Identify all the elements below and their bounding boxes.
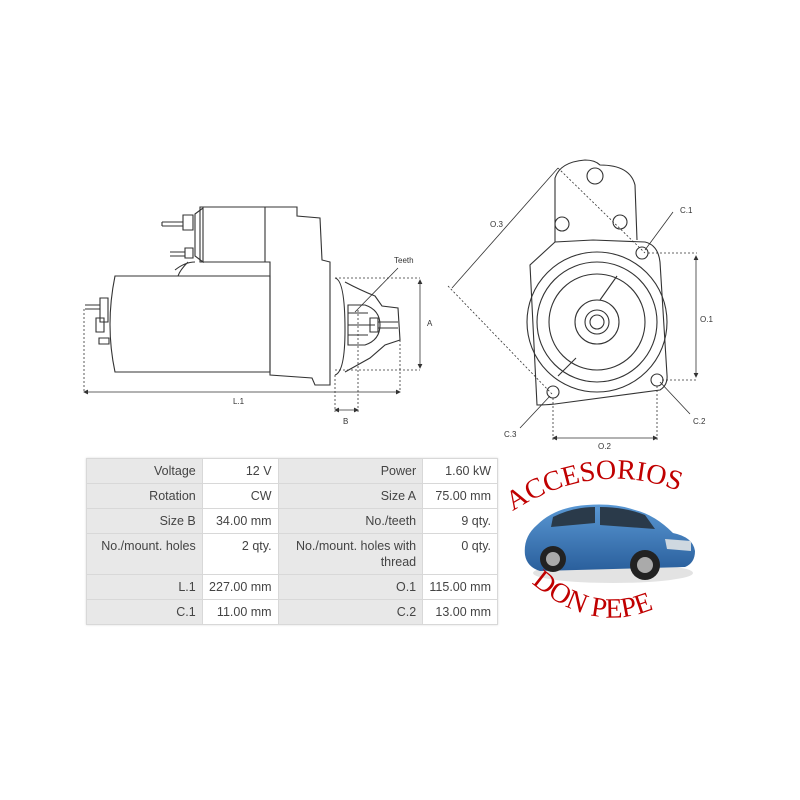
spec-value: 2 qty. xyxy=(201,533,279,575)
store-logo: ACCESORIOS DON PEPE xyxy=(495,455,725,655)
side-dimensions xyxy=(83,277,420,412)
spec-value: 11.00 mm xyxy=(201,599,279,625)
spec-label: Rotation xyxy=(86,483,203,509)
spec-label: No./mount. holes with thread xyxy=(277,533,424,575)
spec-label: O.1 xyxy=(277,574,424,600)
size-a-label: A xyxy=(427,319,433,328)
table-row: No./mount. holes 2 qty. No./mount. holes… xyxy=(86,533,498,575)
spec-value: 13.00 mm xyxy=(422,599,498,625)
spec-value: 9 qty. xyxy=(422,508,498,534)
spec-label: No./teeth xyxy=(277,508,424,534)
o2-label: O.2 xyxy=(598,442,611,450)
dimension-arrows xyxy=(83,267,423,413)
size-b-label: B xyxy=(343,417,348,426)
table-row: Size B 34.00 mm No./teeth 9 qty. xyxy=(86,508,498,534)
spec-value: 34.00 mm xyxy=(201,508,279,534)
starter-motor-diagram: Teeth A B L.1 O.3 C.1 O.1 C.2 C.3 O.2 xyxy=(83,159,713,450)
spec-label: C.1 xyxy=(86,599,203,625)
spec-value: 0 qty. xyxy=(422,533,498,575)
length-label: L.1 xyxy=(233,397,245,406)
logo-graphic: ACCESORIOS DON PEPE xyxy=(500,455,695,625)
o1-label: O.1 xyxy=(700,315,713,324)
spec-value: CW xyxy=(201,483,279,509)
car-icon xyxy=(524,504,695,583)
table-row: C.1 11.00 mm C.2 13.00 mm xyxy=(86,599,498,625)
spec-table: Voltage 12 V Power 1.60 kW Rotation CW S… xyxy=(86,458,498,625)
table-row: Voltage 12 V Power 1.60 kW xyxy=(86,458,498,484)
table-row: L.1 227.00 mm O.1 115.00 mm xyxy=(86,574,498,600)
front-view xyxy=(526,159,668,406)
c2-label: C.2 xyxy=(693,417,706,426)
spec-label: Power xyxy=(277,458,424,484)
o3-label: O.3 xyxy=(490,220,503,229)
teeth-label: Teeth xyxy=(394,256,414,265)
spec-label: No./mount. holes xyxy=(86,533,203,575)
spec-value: 115.00 mm xyxy=(422,574,498,600)
spec-label: Voltage xyxy=(86,458,203,484)
c1-label: C.1 xyxy=(680,206,693,215)
spec-value: 1.60 kW xyxy=(422,458,498,484)
technical-drawing: Teeth A B L.1 O.3 C.1 O.1 C.2 C.3 O.2 xyxy=(83,159,713,450)
table-row: Rotation CW Size A 75.00 mm xyxy=(86,483,498,509)
spec-label: Size B xyxy=(86,508,203,534)
spec-label: C.2 xyxy=(277,599,424,625)
spec-value: 12 V xyxy=(201,458,279,484)
spec-label: Size A xyxy=(277,483,424,509)
spec-value: 75.00 mm xyxy=(422,483,498,509)
side-view xyxy=(85,206,401,386)
c3-label: C.3 xyxy=(504,430,517,439)
diagram-labels: Teeth A B L.1 O.3 C.1 O.1 C.2 C.3 O.2 xyxy=(233,206,713,450)
spec-label: L.1 xyxy=(86,574,203,600)
front-dimensions xyxy=(447,167,699,441)
spec-value: 227.00 mm xyxy=(201,574,279,600)
